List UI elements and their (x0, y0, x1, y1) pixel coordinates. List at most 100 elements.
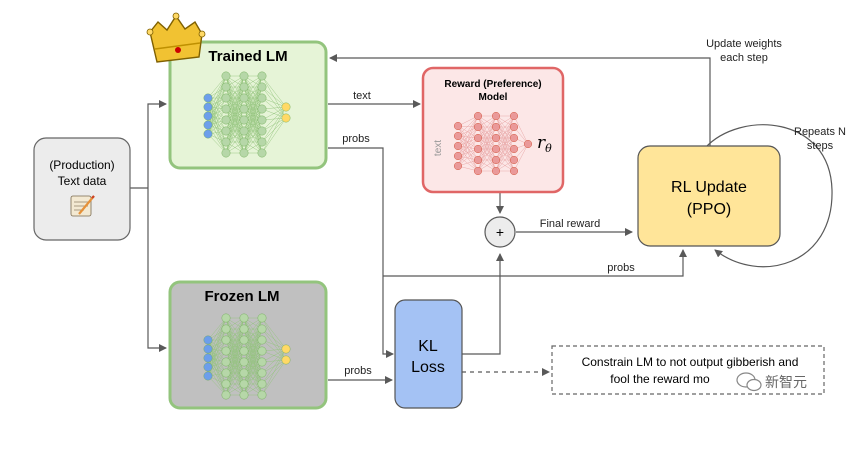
constraint-line2: fool the reward mo (610, 372, 710, 386)
kl-loss-line1: KL (418, 338, 438, 355)
network-node (524, 139, 533, 148)
sum-node: + (484, 216, 516, 248)
network-connection (457, 125, 479, 161)
network-node (510, 111, 519, 120)
network-node (221, 104, 231, 114)
network-node (257, 346, 267, 356)
network-node (474, 144, 483, 153)
network-connection (243, 317, 263, 363)
network-connection (207, 328, 227, 359)
network-node (257, 324, 267, 334)
production-line1: (Production) (49, 158, 114, 172)
network-connection (261, 106, 287, 143)
network-node (257, 104, 267, 114)
edge-trained-probs-to-kl (328, 147, 394, 358)
network-connection (457, 125, 479, 172)
network-node (221, 313, 231, 323)
network-node (281, 355, 291, 365)
network-node (510, 155, 519, 164)
network-node (257, 71, 267, 81)
wechat-icon (736, 372, 762, 392)
reward-symbol: rθ (537, 133, 552, 155)
label-update-line1: Update weights (706, 38, 782, 50)
network-node (492, 111, 501, 120)
network-connection (243, 317, 263, 341)
network-connection (207, 350, 227, 377)
frozen-lm-node: Frozen LM (168, 280, 328, 410)
network-node (492, 166, 501, 175)
network-node (221, 368, 231, 378)
trained-lm-title: Trained LM (208, 48, 287, 65)
network-connection (457, 135, 479, 161)
network-node (239, 324, 249, 334)
network-node (221, 324, 231, 334)
label-final-reward: Final reward (540, 218, 601, 230)
trained-lm-node: Trained LM (168, 40, 328, 170)
network-node (221, 357, 231, 367)
crown-icon (146, 12, 206, 63)
network-connection (495, 115, 515, 150)
network-connection (457, 115, 479, 147)
kl-loss-line2: Loss (411, 359, 445, 376)
reward-model-line1: Reward (Preference) (444, 79, 541, 90)
network-connection (457, 115, 479, 157)
production-node: (Production) Text data (33, 137, 131, 241)
network-connection (495, 126, 515, 172)
network-connection (225, 372, 245, 396)
network-node (257, 390, 267, 400)
network-connection (457, 137, 479, 157)
network-node (221, 126, 231, 136)
network-connection (225, 350, 245, 396)
rl-update-node: RL Update (PPO) (637, 145, 781, 247)
network-node (281, 113, 291, 123)
network-node (239, 357, 249, 367)
network-connection (457, 137, 479, 167)
network-connection (457, 145, 479, 161)
network-node (492, 155, 501, 164)
network-node (257, 148, 267, 158)
network-connection (243, 75, 263, 121)
trained-lm-network (203, 71, 291, 158)
network-connection (243, 108, 263, 154)
network-connection (261, 75, 287, 108)
sum-symbol: + (496, 224, 504, 240)
network-node (203, 102, 213, 112)
frozen-lm-title: Frozen LM (205, 288, 280, 305)
network-node (257, 379, 267, 389)
network-node (492, 122, 501, 131)
network-connection (457, 145, 479, 172)
network-connection (261, 106, 287, 121)
network-node (239, 104, 249, 114)
network-node (454, 141, 463, 150)
network-connection (243, 119, 263, 154)
network-connection (477, 137, 497, 172)
edge-production-to-frozen (147, 188, 167, 352)
network-connection (261, 348, 287, 385)
network-node (203, 335, 213, 345)
network-connection (225, 75, 245, 99)
network-connection (225, 361, 245, 396)
edge-production-to-trained (147, 100, 167, 188)
network-node (474, 133, 483, 142)
network-node (257, 126, 267, 136)
network-node (257, 335, 267, 345)
network-connection (243, 372, 263, 396)
network-node (474, 111, 483, 120)
network-connection (457, 125, 479, 150)
network-node (239, 115, 249, 125)
network-node (257, 82, 267, 92)
network-node (203, 362, 213, 372)
network-connection (207, 108, 227, 135)
network-node (454, 131, 463, 140)
network-connection (225, 75, 245, 110)
edge-probs-to-rl (383, 249, 687, 277)
label-text: text (353, 90, 371, 102)
network-node (203, 120, 213, 130)
network-connection (261, 348, 287, 363)
network-node (203, 111, 213, 121)
network-node (492, 144, 501, 153)
network-node (221, 115, 231, 125)
network-connection (243, 350, 263, 396)
label-update-line2: each step (720, 52, 768, 64)
